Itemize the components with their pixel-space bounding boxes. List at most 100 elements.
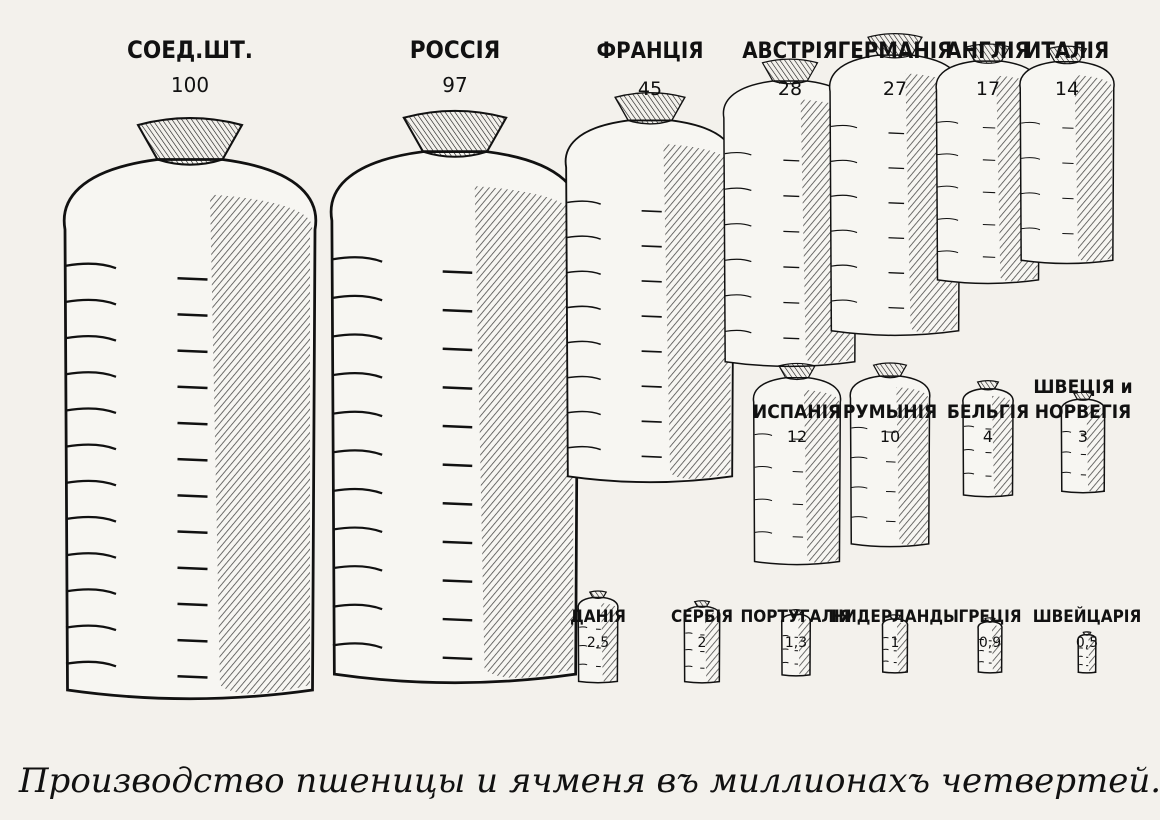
sack-neck — [867, 33, 923, 59]
sack-fold — [830, 299, 858, 303]
sack-fold — [579, 644, 588, 647]
category-label: НИДЕРЛАНДЫ — [831, 607, 959, 627]
sack-shading — [1088, 637, 1096, 673]
value-label: 97 — [442, 73, 467, 97]
sack-fold — [65, 262, 117, 270]
value-label: 27 — [883, 78, 907, 100]
sack-14 — [881, 614, 909, 674]
sack-fold — [830, 124, 858, 129]
sack-fold — [724, 223, 752, 227]
sack-fold — [177, 385, 208, 390]
sack-fold — [937, 218, 959, 221]
sack-fold — [65, 515, 117, 523]
sack-fold — [1021, 227, 1041, 231]
sack-fold — [641, 455, 662, 458]
category-label: ИТАЛІЯ — [1025, 39, 1109, 64]
sack-fold — [65, 407, 117, 415]
category-label: РУМЫНІЯ — [843, 401, 937, 423]
sack-fold — [1062, 471, 1072, 474]
category-label: ФРАНЦІЯ — [597, 39, 704, 64]
sack-2 — [564, 92, 736, 484]
sack-fold — [442, 386, 473, 390]
sack-shading — [1086, 405, 1105, 492]
sack-fold — [332, 256, 383, 263]
sack-16 — [1077, 631, 1097, 674]
sack-fold — [567, 270, 601, 275]
sack-fold — [65, 298, 117, 306]
sack-neck — [693, 600, 711, 608]
category-label: ШВЕЦІЯ и — [1033, 376, 1132, 398]
sack-fold — [567, 340, 601, 346]
sack-fold — [724, 294, 752, 298]
sack-fold — [332, 333, 383, 340]
value-label: 2 — [698, 635, 707, 651]
sack-shading — [896, 387, 929, 546]
sack-shading — [991, 625, 1002, 673]
sack-neck — [761, 58, 819, 85]
labels-layer: СОЕД.ШТ.100РОССІЯ97ФРАНЦІЯ45АВСТРІЯ28ГЕР… — [127, 36, 1141, 651]
sack-fold — [641, 420, 662, 423]
sack-neck — [614, 92, 686, 125]
sack-fold — [65, 624, 117, 632]
sack-fold — [888, 271, 905, 274]
sack-fold — [937, 153, 959, 157]
sack-fold — [982, 256, 996, 258]
sack-fold — [332, 449, 383, 456]
category-label: ДАНІЯ — [570, 607, 626, 627]
sack-fold — [442, 579, 473, 583]
sack-fold — [579, 663, 588, 666]
sack-fold — [937, 185, 959, 189]
sack-neck — [888, 614, 902, 621]
category-label: СОЕД.ШТ. — [127, 36, 253, 64]
sack-fold — [685, 665, 693, 668]
sack-fold — [177, 421, 208, 426]
sack-fold — [963, 449, 975, 451]
sack-fold — [782, 648, 789, 650]
sack-neck — [778, 362, 816, 381]
sack-1 — [329, 109, 581, 685]
category-label: СЕРБІЯ — [671, 607, 733, 627]
sack-fold — [937, 250, 959, 254]
sack-13 — [780, 609, 812, 677]
sack-6 — [1019, 45, 1115, 265]
sack-fold — [567, 410, 601, 416]
value-label: 0,9 — [979, 635, 1001, 651]
sack-fold — [332, 526, 383, 534]
sack-11 — [577, 590, 619, 684]
sack-neck — [965, 43, 1011, 64]
sack-fold — [754, 498, 773, 502]
value-label: 12 — [787, 427, 807, 446]
sack-fold — [177, 602, 208, 607]
sack-fold — [888, 167, 905, 170]
sack-fold — [177, 349, 208, 354]
value-label: 28 — [778, 78, 802, 100]
sack-neck — [1082, 631, 1092, 636]
sack-fold — [177, 675, 208, 679]
sack-fold — [177, 530, 208, 535]
sack-fold — [177, 457, 208, 462]
sack-fold — [641, 245, 662, 248]
sack-fold — [754, 531, 773, 534]
sack-fold — [937, 121, 959, 124]
sack-fold — [65, 479, 117, 487]
sack-fold — [442, 502, 473, 506]
value-label: 1 — [891, 635, 900, 651]
sack-fold — [754, 466, 773, 469]
sack-fold — [685, 648, 693, 651]
sack-fold — [783, 266, 800, 269]
sack-fold — [567, 375, 601, 381]
sack-fold — [442, 617, 473, 622]
sack-fold — [1062, 451, 1072, 454]
sack-fold — [332, 642, 383, 649]
sack-fold — [782, 635, 789, 637]
sack-shading — [803, 389, 840, 563]
value-label: 3 — [1078, 427, 1088, 446]
sack-shading — [1074, 74, 1113, 262]
sack-fold — [641, 280, 662, 283]
sack-fold — [982, 223, 996, 226]
sack-shading — [897, 622, 908, 673]
value-label: 2,5 — [587, 635, 609, 651]
sack-fold — [177, 566, 208, 571]
category-label: НОРВЕГІЯ — [1035, 401, 1131, 423]
sack-neck — [976, 380, 1000, 391]
